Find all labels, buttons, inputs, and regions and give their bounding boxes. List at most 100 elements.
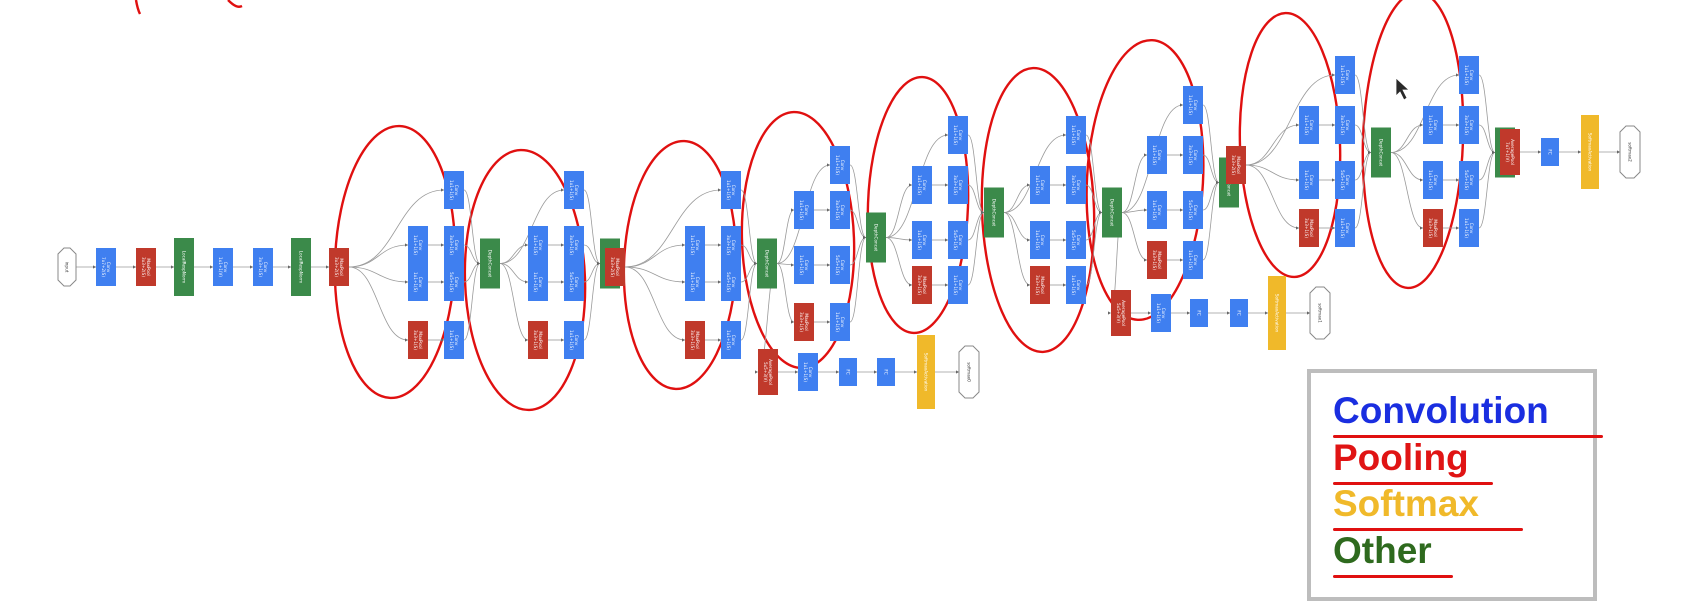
aux0s-shape <box>917 335 935 409</box>
i5ab1-label: Conv1x1+1(S) <box>1340 65 1350 85</box>
i4er5-shape <box>1147 191 1167 229</box>
i4dr5-label: Conv1x1+1(S) <box>1035 230 1045 250</box>
aux1s-shape <box>1268 276 1286 350</box>
i4cdc-node: DepthConcat <box>984 187 1004 238</box>
i3abp-label: Conv1x1+1(S) <box>449 330 459 350</box>
i4ab3-shape <box>721 226 741 264</box>
i4cb1-label: Conv1x1+1(S) <box>953 125 963 145</box>
i4eb5-node: Conv5x5+1(S) <box>1183 191 1203 229</box>
sm0-shape <box>958 345 980 399</box>
ap0-label: AveragePool5x5+3(V) <box>763 359 773 385</box>
i4db5-node: Conv5x5+1(S) <box>1066 221 1086 259</box>
i3abp-shape <box>444 321 464 359</box>
sm2-label: softmax2 <box>1628 142 1633 162</box>
i4cb3-label: Conv3x3+1(S) <box>953 175 963 195</box>
edge-arrow <box>827 163 830 167</box>
edge-arrow <box>1617 150 1620 154</box>
i4adc-node: DepthConcat <box>757 238 777 289</box>
i5bb3-shape <box>1459 106 1479 144</box>
i5bmp-shape <box>1423 209 1443 247</box>
edge-arrow <box>836 370 839 374</box>
i4ab5-node: Conv5x5+1(S) <box>721 263 741 301</box>
legend-other: Other <box>1333 531 1453 578</box>
i3ab5-shape <box>444 263 464 301</box>
edge-arrow <box>561 280 564 284</box>
aux1f2-node: FC <box>1230 299 1248 327</box>
i5br5-shape <box>1423 161 1443 199</box>
ap0-shape <box>758 349 778 395</box>
lrn2-label: LocalRespNorm <box>299 251 304 283</box>
aux1s-node: SoftmaxActivation <box>1268 276 1286 350</box>
edge-arrow <box>561 338 564 342</box>
edge-arrow <box>405 280 408 284</box>
pool1-label: MaxPool3x3+2(S) <box>141 257 151 277</box>
i4dr3-shape <box>1030 166 1050 204</box>
i4dr3-label: Conv1x1+1(S) <box>1035 175 1045 195</box>
edge-arrow <box>1027 283 1030 287</box>
i4dmp-label: MaxPool3x3+1(S) <box>1035 275 1045 295</box>
sm1-label: softmax1 <box>1318 303 1323 323</box>
edge-arrow <box>914 370 917 374</box>
aux0s-node: SoftmaxActivation <box>917 335 935 409</box>
edge-arrow <box>477 261 480 266</box>
i5amp-shape <box>1299 209 1319 247</box>
i4ab1-label: Conv1x1+1(S) <box>726 180 736 200</box>
i4cb3-node: Conv3x3+1(S) <box>948 166 968 204</box>
aux1f1-label: FC <box>1197 310 1202 315</box>
aux1f1-node: FC <box>1190 299 1208 327</box>
i5ab3-node: Conv3x3+1(S) <box>1335 106 1355 144</box>
diagram-edges <box>76 73 1620 374</box>
edge-arrow <box>405 243 408 247</box>
edge-arrow <box>171 265 174 269</box>
edge-arrow <box>1027 238 1030 242</box>
i4cmp-label: MaxPool3x3+1(S) <box>917 275 927 295</box>
sm1-shape <box>1309 286 1331 340</box>
fcMain-node: FC <box>1541 138 1559 166</box>
edge-arrow <box>909 283 912 287</box>
i4ar5-shape <box>685 263 705 301</box>
conv7-node: Conv7x7+2(S) <box>96 248 116 286</box>
i3ar3-label: Conv1x1+1(S) <box>413 235 423 255</box>
edge-arrow <box>718 280 721 284</box>
edge-arrow <box>441 338 444 342</box>
i4ab1-node: Conv1x1+1(S) <box>721 171 741 209</box>
i5ar5-shape <box>1299 161 1319 199</box>
edge <box>624 189 722 268</box>
edge-arrow <box>1063 133 1066 137</box>
i5br5-node: Conv1x1+1(S) <box>1423 161 1443 199</box>
i4cb1-shape <box>948 116 968 154</box>
edge-arrow <box>981 210 984 215</box>
edge <box>624 266 686 341</box>
i3abp-node: Conv1x1+1(S) <box>444 321 464 359</box>
i3bb3-node: Conv3x3+1(S) <box>564 226 584 264</box>
edge-arrow <box>827 320 830 324</box>
i3ab5-label: Conv5x5+1(S) <box>449 272 459 292</box>
i4bb1-label: Conv1x1+1(S) <box>835 155 845 175</box>
i4db3-shape <box>1066 166 1086 204</box>
i3br5-node: Conv1x1+1(S) <box>528 263 548 301</box>
edge-arrow <box>525 243 528 247</box>
edge-arrow <box>795 370 798 374</box>
i4dr5-shape <box>1030 221 1050 259</box>
i3ab5-node: Conv5x5+1(S) <box>444 263 464 301</box>
legend-softmax: Softmax <box>1333 484 1523 531</box>
edge-arrow <box>1578 150 1581 154</box>
edge-arrow <box>874 370 877 374</box>
i4br5-label: Conv1x1+1(S) <box>799 255 809 275</box>
edge-arrow <box>1099 210 1102 215</box>
edge <box>624 244 686 268</box>
i4abp-node: Conv1x1+1(S) <box>721 321 741 359</box>
conv3-label: Conv3x3+1(S) <box>258 257 268 277</box>
annotation-circle <box>333 124 457 400</box>
i4bb3-label: Conv3x3+1(S) <box>835 200 845 220</box>
aux1c-node: Conv1x1+1(S) <box>1151 294 1171 332</box>
edge-arrow <box>1332 178 1335 182</box>
i3bb3-label: Conv3x3+1(S) <box>569 235 579 255</box>
edge-arrow <box>1187 311 1190 315</box>
edge <box>1003 184 1031 213</box>
i4cr3-label: Conv1x1+1(S) <box>917 175 927 195</box>
i3br3-node: Conv1x1+1(S) <box>528 226 548 264</box>
i3bb5-label: Conv5x5+1(S) <box>569 272 579 292</box>
softMain-label: SoftmaxActivation <box>1588 133 1593 172</box>
i4adc-shape <box>757 238 777 289</box>
